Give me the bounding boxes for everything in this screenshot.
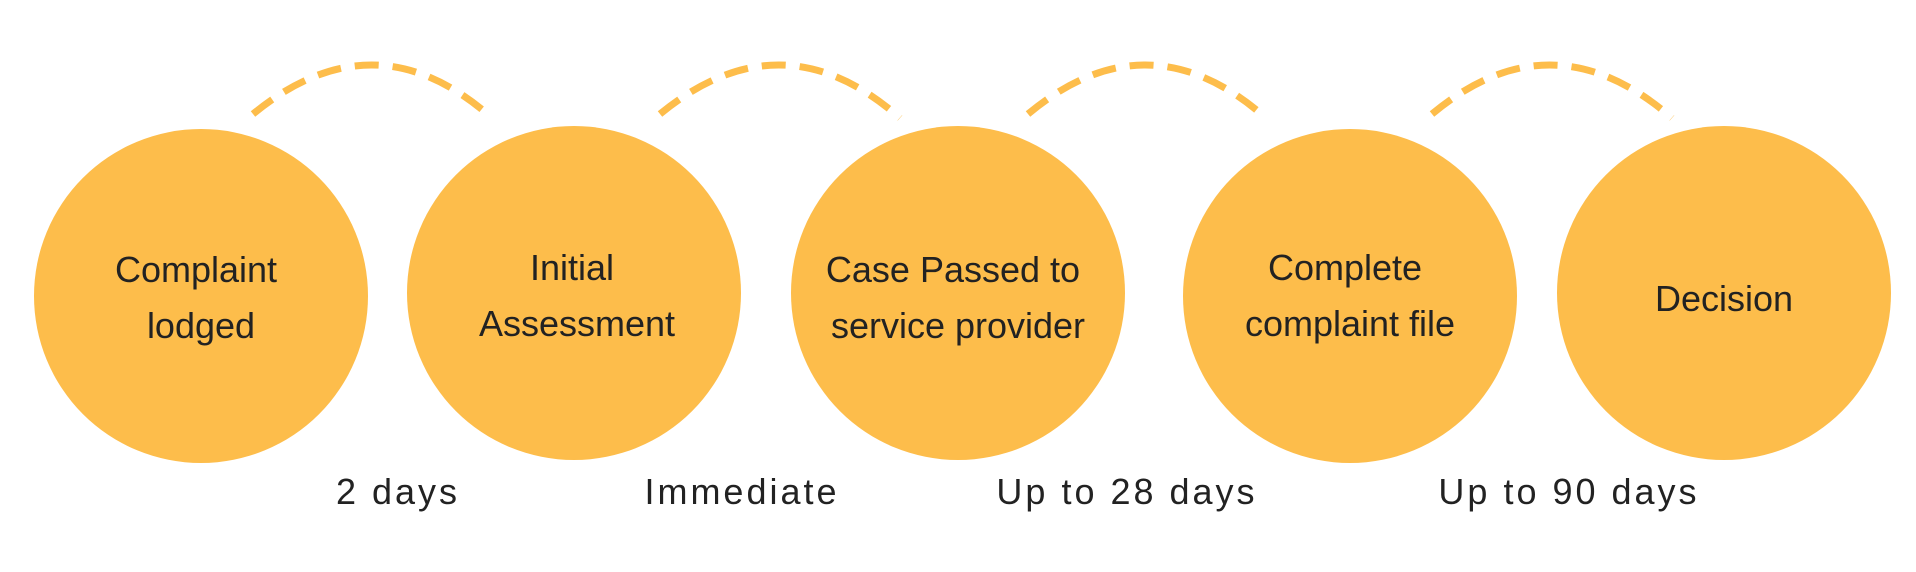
- step-2-label: Initial Assessment: [479, 247, 675, 344]
- step-1-label-line-1: Complaint: [115, 249, 277, 290]
- connector-arc-3: [1025, 61, 1269, 121]
- step-2: Initial Assessment: [407, 126, 741, 460]
- duration-label-3: Up to 28 days: [996, 471, 1257, 512]
- step-4-label-line-2: complaint file: [1245, 303, 1455, 344]
- step-5: Decision: [1557, 126, 1891, 460]
- step-3-circle: [791, 126, 1125, 460]
- step-1-label-line-2: lodged: [147, 305, 255, 346]
- duration-label-1: 2 days: [336, 471, 460, 512]
- step-2-label-line-1: Initial: [530, 247, 614, 288]
- step-3-label: Case Passed to service provider: [826, 249, 1090, 346]
- duration-label-4: Up to 90 days: [1438, 471, 1699, 512]
- step-4: Complete complaint file: [1183, 129, 1517, 463]
- step-5-label: Decision: [1655, 278, 1793, 319]
- step-1-label: Complaint lodged: [115, 249, 287, 346]
- step-5-circle: [1557, 126, 1891, 460]
- step-3-label-line-1: Case Passed to: [826, 249, 1080, 290]
- step-2-circle: [407, 126, 741, 460]
- connector-arc-4: [1429, 61, 1675, 121]
- step-4-circle: [1183, 129, 1517, 463]
- connector-arc-1: [250, 61, 495, 121]
- step-3-label-line-2: service provider: [831, 305, 1085, 346]
- step-4-label-line-1: Complete: [1268, 247, 1422, 288]
- step-2-label-line-2: Assessment: [479, 303, 675, 344]
- connector-arc-2: [657, 61, 903, 121]
- step-1: Complaint lodged: [34, 129, 368, 463]
- step-4-label: Complete complaint file: [1245, 247, 1455, 344]
- duration-label-2: Immediate: [644, 471, 839, 512]
- step-3: Case Passed to service provider: [791, 126, 1125, 460]
- step-1-circle: [34, 129, 368, 463]
